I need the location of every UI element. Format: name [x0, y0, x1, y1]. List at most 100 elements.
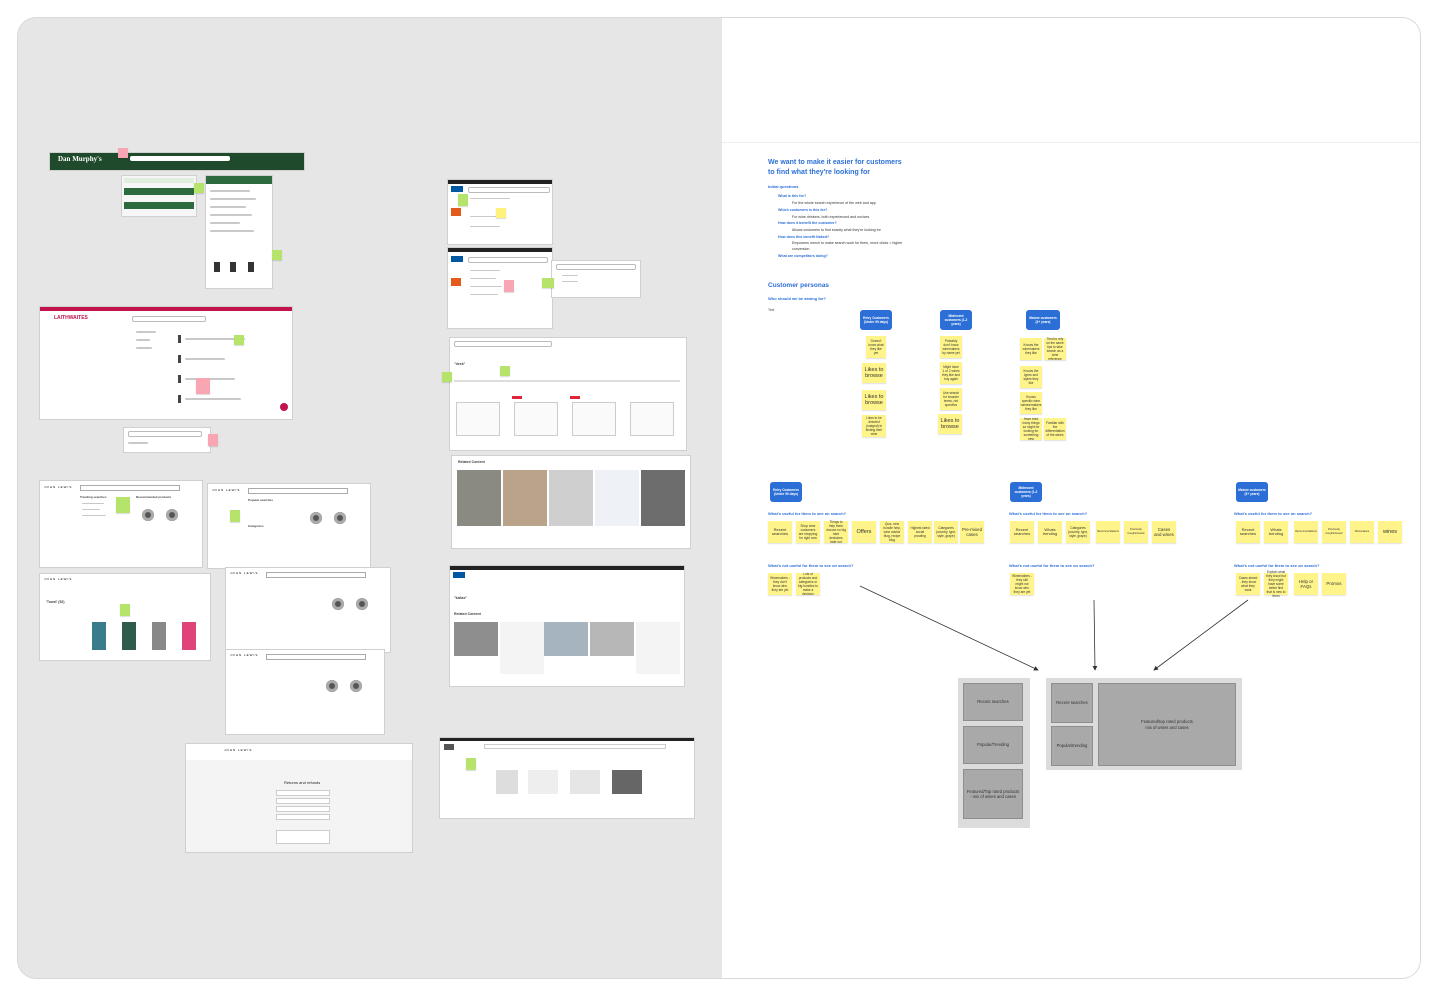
sticky-note: Knows the types and styles they like: [1020, 366, 1042, 388]
danmurphys-suggestions: [122, 176, 196, 216]
sticky-note: Doesn't know what they like yet: [866, 336, 886, 358]
sticky-note: Winemakers: [1350, 521, 1374, 543]
sticky-note: [194, 183, 204, 193]
answer: For the whole search experience of the w…: [792, 201, 876, 205]
sticky-note: Winemakers - they don't know who they ar…: [768, 573, 792, 595]
sticky-note: Tend to rely on the same tips to take se…: [1044, 337, 1066, 361]
danmurphys-logo: Dan Murphy's: [58, 155, 102, 163]
johnlewis-logo: JOHN LEWIS: [44, 577, 73, 581]
sticky-note: Previously bought/viewed: [1322, 521, 1346, 543]
question: Which customers is this for?: [778, 208, 828, 212]
sticky-note: Explain what they know but they might ha…: [1264, 570, 1288, 598]
answer: For wine drinkers, both experienced and …: [792, 215, 870, 219]
sticky-note: Familiar with the differentiation of the…: [1044, 418, 1066, 440]
question: How does it benefit the customer?: [778, 221, 837, 225]
johnlewis-dropdown-2: JOHN LEWIS: [226, 568, 390, 652]
useful-heading: What's useful for them to see on search?: [1009, 511, 1088, 516]
answer: Empowers merch to make search work for t…: [792, 241, 903, 245]
persona-mature: Mature customers (3+ years): [1026, 310, 1060, 330]
results-title: "kallax": [454, 596, 468, 600]
sticky-note: Pre-mixed cases: [960, 521, 984, 543]
answer: conversion: [792, 247, 810, 251]
popular-label: Popular searches: [248, 498, 274, 502]
sticky-note: Recommendations: [1096, 521, 1120, 543]
sticky-note: Winemakers - they still might not know w…: [1010, 573, 1034, 595]
johnlewis-trending: JOHN LEWIS Trending searches Recommended…: [40, 481, 202, 567]
persona-entry: Entry Customers (Under 90 days): [860, 310, 892, 330]
johnlewis-results: JOHN LEWIS 'Towel' (52): [40, 574, 210, 660]
related-title: Related Content: [454, 612, 481, 616]
sticky-note: [272, 250, 282, 260]
ikea-search-3: [552, 261, 640, 297]
sticky-note: Have tried many things so might be looki…: [1020, 417, 1042, 441]
initial-questions-heading: Initial questions: [768, 184, 799, 189]
useful-heading: What's useful for them to see on search?: [1234, 511, 1313, 516]
johnlewis-logo: JOHN LEWIS: [44, 485, 73, 489]
sticky-note: Offers: [852, 521, 876, 543]
trending-label: Trending searches: [80, 495, 107, 499]
persona-entry-group: Entry Customers (Under 90 days): [770, 482, 802, 502]
sticky-note: [542, 278, 554, 288]
popular-trending-block: Popular/trending: [1051, 726, 1093, 766]
sticky-note: [116, 497, 130, 513]
sticky-note: Categories (country, type, style, grape): [1066, 521, 1090, 543]
doc-title: We want to make it easier for customers …: [768, 159, 902, 176]
sticky-note: Whats trending: [1038, 521, 1062, 543]
personas-heading: Customer personas: [768, 282, 830, 289]
sticky-note: Cases and wines: [1152, 521, 1176, 543]
not-useful-heading: What's not useful for them to see on sea…: [1009, 563, 1095, 568]
not-useful-heading: What's not useful for them to see on sea…: [1234, 563, 1320, 568]
recommended-label: Recommended products: [136, 495, 172, 499]
johnlewis-returns: JOHN LEWIS Returns and refunds: [186, 744, 412, 852]
sticky-note: Likes to browse: [938, 414, 962, 434]
sticky-note: Likes to be directed (nudged) in finding…: [862, 415, 886, 437]
danmurphys-dropdown: [206, 176, 272, 288]
sticky-note: [208, 434, 218, 446]
sticky-note: [442, 372, 452, 382]
ikea-search-2: [448, 248, 552, 328]
persona-midrecent: Midrecent customers (1-2 years): [940, 310, 972, 330]
ikea-desk-results: "desk": [450, 338, 686, 450]
related-title: Related Content: [458, 460, 485, 464]
featured-products-block: Featured/Top rated products - mix of win…: [963, 769, 1023, 819]
other-shop-results: [440, 738, 694, 818]
sticky-note: wines: [1378, 521, 1402, 543]
danmurphys-screen[interactable]: Dan Murphy's: [50, 153, 304, 170]
persona-midrecent-group: Midrecent customers (1-2 years): [1010, 482, 1042, 502]
laithwaites-search-input[interactable]: [132, 316, 206, 322]
sticky-note: Recent searches: [1236, 521, 1260, 543]
personas-subheading: Who should we be aiming for?: [768, 296, 826, 301]
ikea-related-1: Related Content: [452, 456, 690, 548]
desktop-wireframe: Recent searches Popular/trending Feature…: [1046, 678, 1242, 770]
question: What is this for?: [778, 194, 807, 198]
sticky-note: [458, 194, 468, 206]
sticky-note: [196, 378, 210, 394]
danmurphys-search-bar[interactable]: [130, 156, 230, 161]
sticky-note: Knows specific wine names/makers they li…: [1020, 392, 1042, 414]
johnlewis-logo: JOHN LEWIS: [230, 653, 259, 657]
sticky-note: Probably don't know winemakers by name y…: [940, 336, 962, 358]
sticky-note: [120, 604, 130, 616]
laithwaites-mini: [124, 428, 210, 452]
recent-searches-block: Recent searches: [1051, 683, 1093, 723]
laithwaites-screen[interactable]: LAITHWAITES: [40, 307, 292, 419]
sticky-note: Knows the winemakers they like: [1020, 338, 1042, 360]
sticky-note: Whats trending: [1264, 521, 1288, 543]
johnlewis-logo: JOHN LEWIS: [212, 488, 241, 492]
text-label: Text: [768, 308, 775, 312]
sticky-note: Use search for broader terms, not specif…: [940, 388, 962, 410]
sticky-note: [230, 510, 240, 522]
sticky-note: Previously bought/viewed: [1124, 521, 1148, 543]
sticky-note: Shop wine customers are shopping for rig…: [796, 521, 820, 543]
sticky-note: Recommendations: [1294, 521, 1318, 543]
research-document: We want to make it easier for customers …: [722, 18, 1420, 978]
returns-title: Returns and refunds: [284, 780, 321, 785]
sticky-note: [118, 148, 128, 158]
sticky-note: Likes to browse: [862, 390, 886, 410]
johnlewis-popular: JOHN LEWIS Popular searches Categories: [208, 484, 370, 568]
sticky-note: Promos: [1322, 573, 1346, 595]
question: What are competitors doing?: [778, 254, 828, 258]
popular-trending-block: Popular/Trending: [963, 726, 1023, 764]
sticky-note: [466, 758, 476, 770]
useful-heading: What's useful for them to see on search?: [768, 511, 847, 516]
